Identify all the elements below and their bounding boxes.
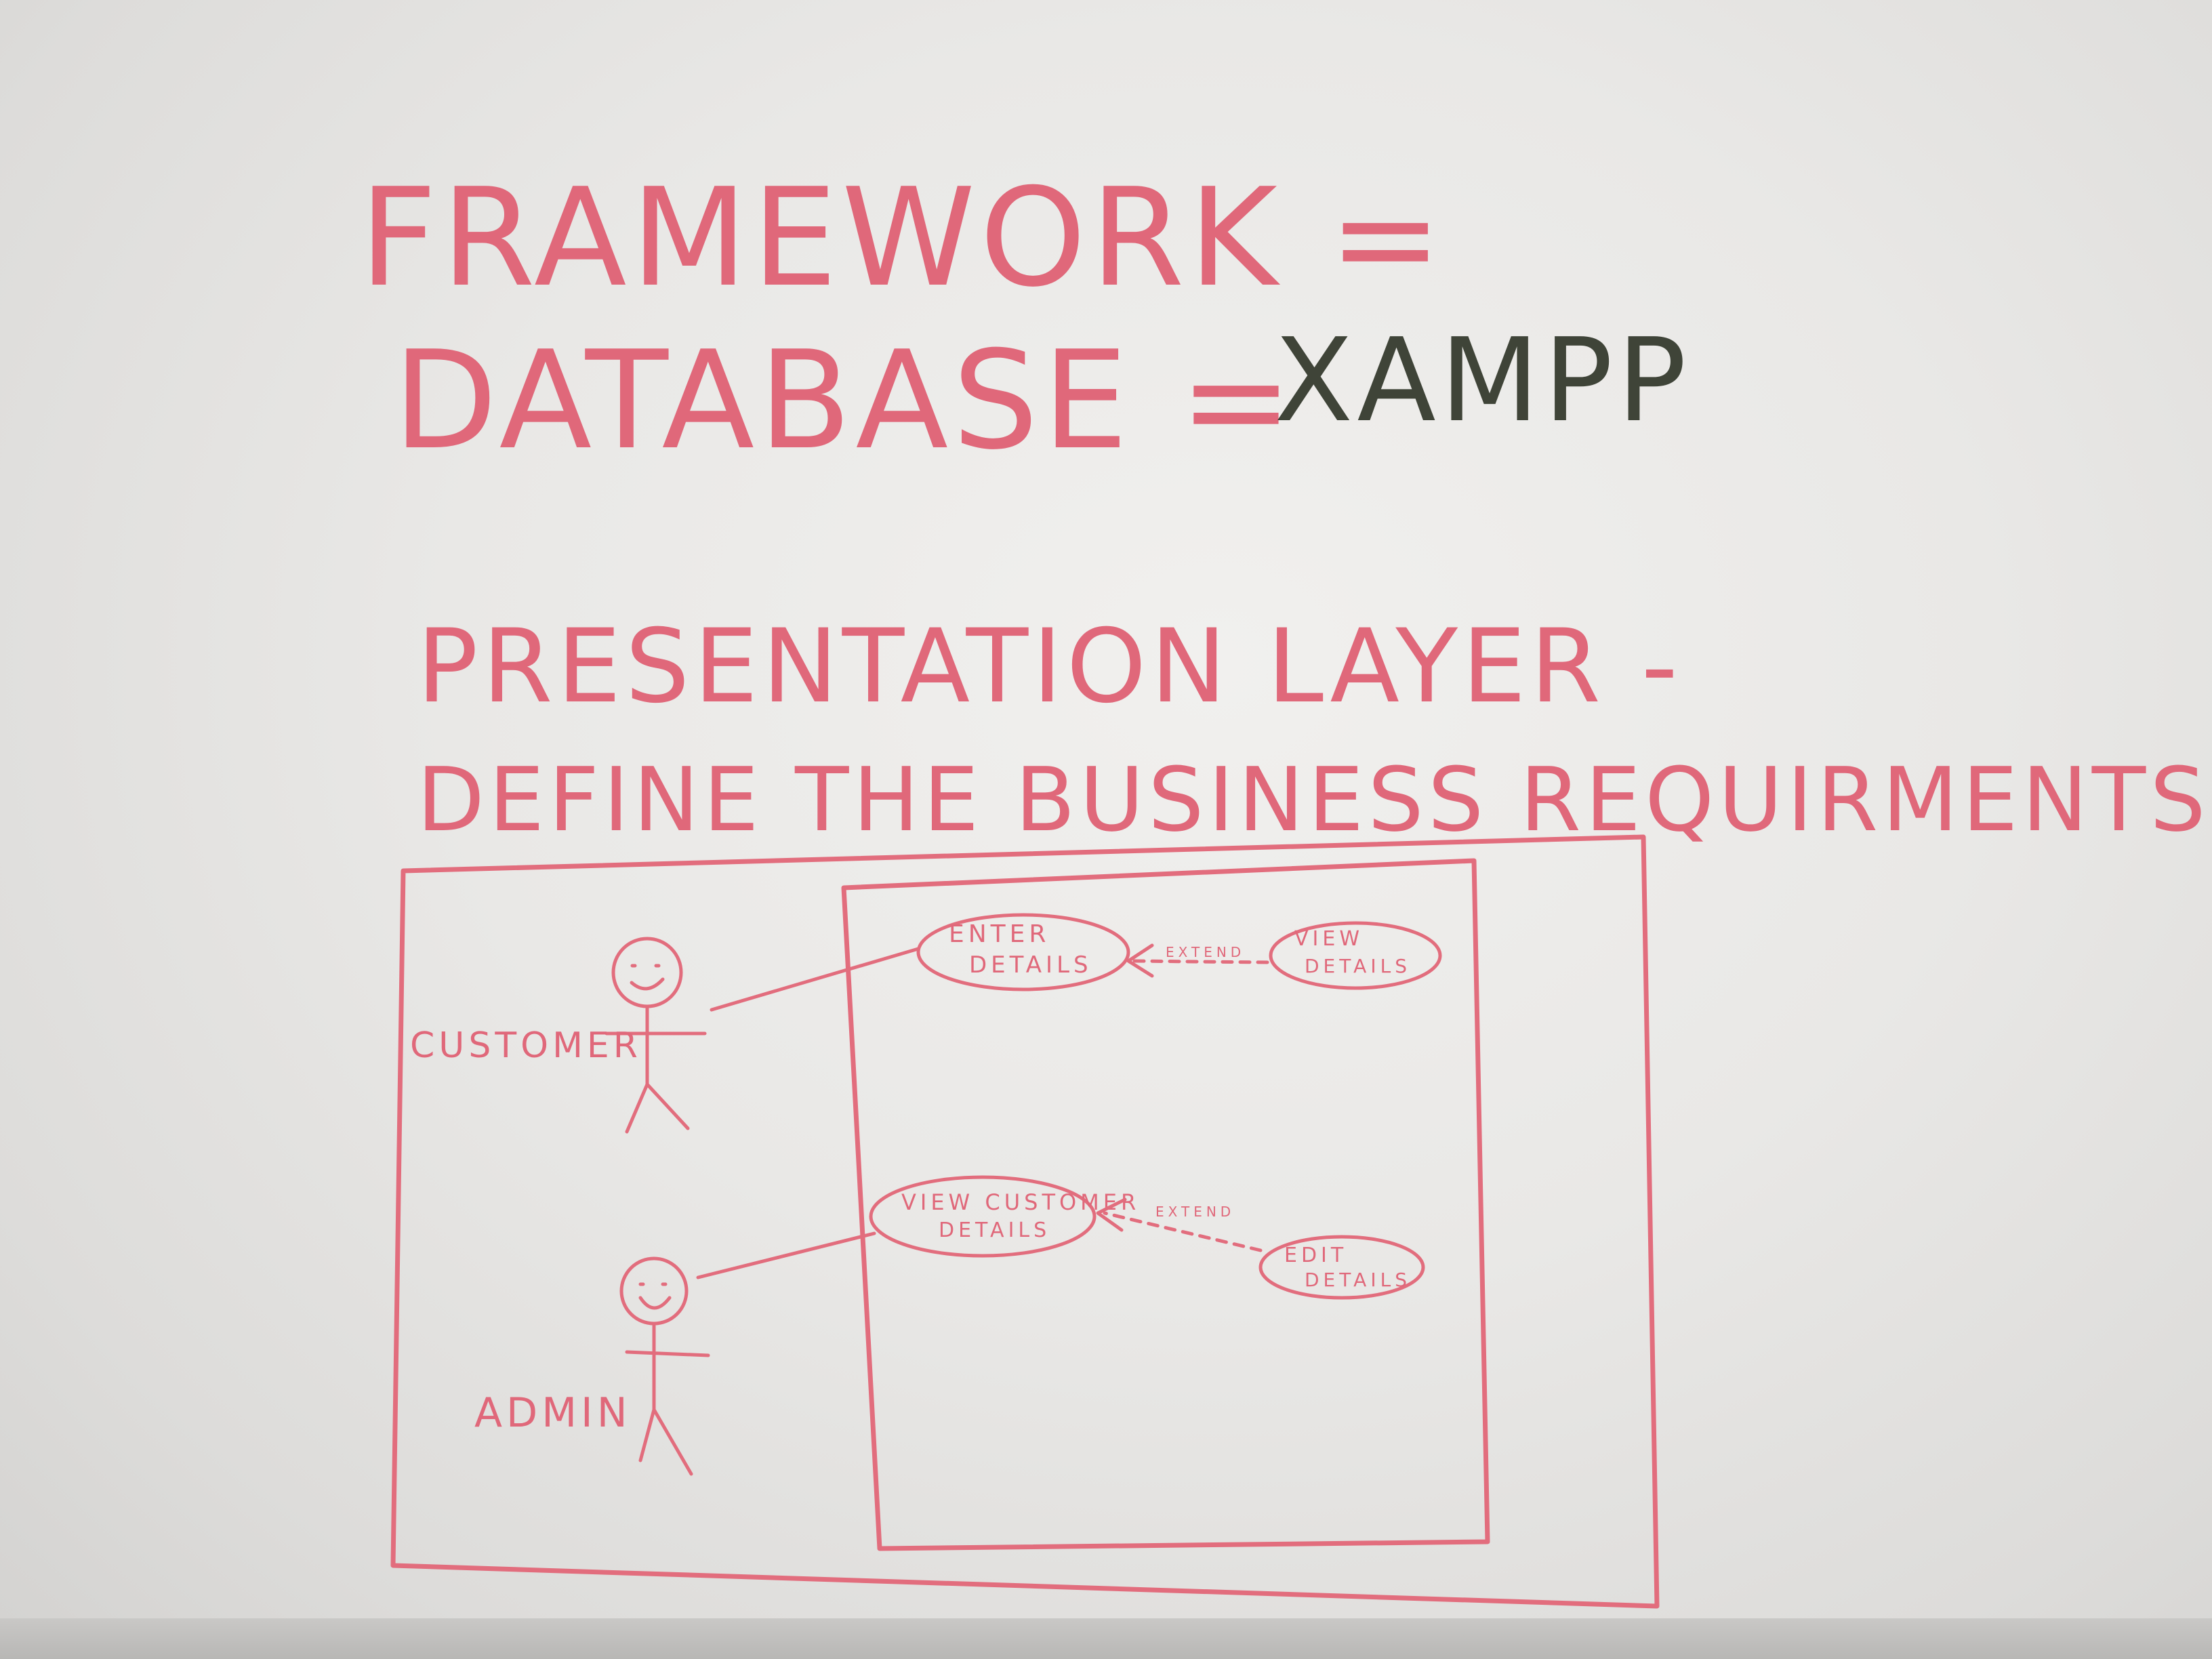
admin-head [619, 1256, 689, 1326]
outer-frame [390, 834, 1660, 1609]
view-details-line2: DETAILS [1305, 955, 1411, 977]
extend-relation-bottom: EXTEND [1096, 1197, 1263, 1252]
use-case-enter-details: ENTER DETAILS [916, 913, 1130, 991]
business-requirements-label: DEFINE THE BUSINESS REQUIRMENTS - [417, 748, 2212, 851]
customer-association [710, 947, 920, 1012]
presentation-layer-label: PRESENTATION LAYER - [417, 608, 1682, 726]
customer-body [605, 1004, 707, 1134]
admin-association [696, 1231, 876, 1279]
enter-details-line2: DETAILS [969, 951, 1092, 979]
whiteboard-tray [0, 1618, 2212, 1659]
database-label: DATABASE = [393, 322, 1297, 480]
edit-details-line1: EDIT [1284, 1244, 1347, 1267]
view-customer-details-line1: VIEW CUSTOMER [901, 1189, 1140, 1215]
framework-label: FRAMEWORK = [359, 159, 1446, 317]
enter-details-line1: ENTER [949, 920, 1050, 948]
use-case-edit-details: EDIT DETAILS [1258, 1235, 1425, 1300]
admin-body [625, 1322, 710, 1476]
view-customer-details-line2: DETAILS [939, 1218, 1050, 1242]
edit-details-line2: DETAILS [1305, 1269, 1411, 1291]
admin-actor: ADMIN [474, 1256, 710, 1476]
use-case-view-customer-details: VIEW CUSTOMER DETAILS [869, 1175, 1140, 1258]
admin-label: ADMIN [474, 1389, 632, 1437]
customer-face [630, 964, 665, 991]
admin-face [638, 1282, 672, 1310]
view-details-line1: VIEW [1294, 927, 1364, 951]
extend-bottom-label: EXTEND [1155, 1204, 1235, 1220]
system-boundary [841, 858, 1490, 1551]
database-value: XAMPP [1274, 314, 1690, 448]
use-case-view-details: VIEW DETAILS [1269, 921, 1442, 990]
use-case-diagram: CUSTOMER ADMIN ENTER DETAILS VIEW DETAIL… [390, 834, 1660, 1609]
customer-actor: CUSTOMER [410, 937, 707, 1134]
extend-top-label: EXTEND [1166, 944, 1245, 960]
customer-label: CUSTOMER [410, 1025, 642, 1066]
extend-relation-top: EXTEND [1126, 943, 1269, 978]
customer-head [611, 937, 683, 1008]
